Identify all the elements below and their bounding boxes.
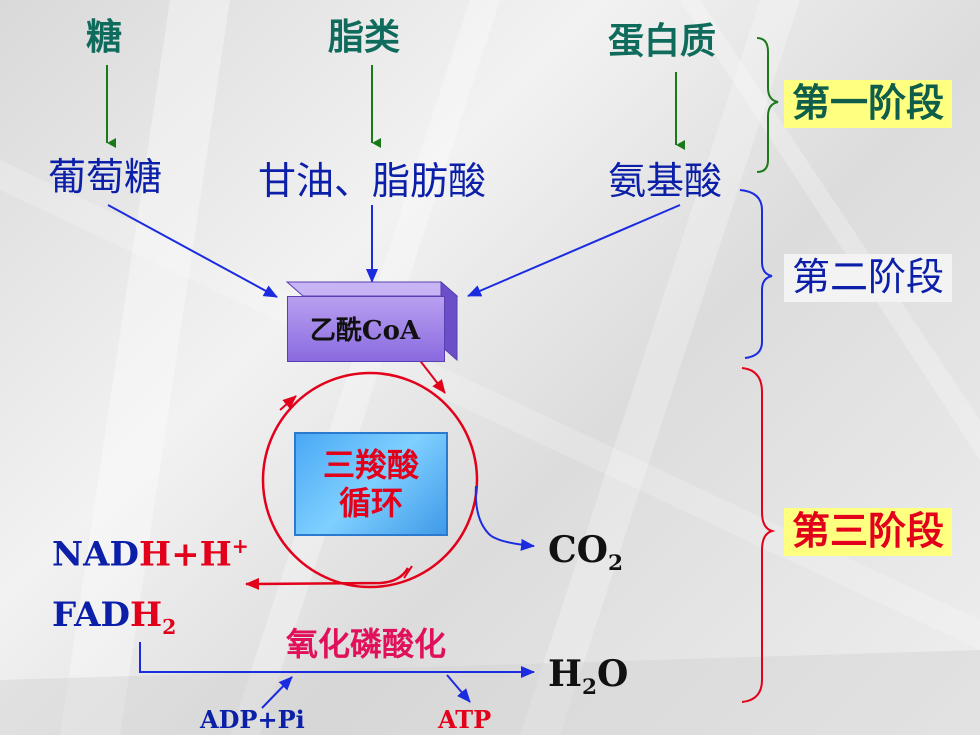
acetyl-coa-block: 乙酰CoA	[287, 282, 457, 362]
fadh2-label: FADH2	[52, 598, 176, 637]
tca-label-line1: 三羧酸	[322, 445, 419, 484]
nadh-label: NADH+H+	[52, 534, 249, 575]
source-protein: 蛋白质	[608, 21, 717, 62]
h2o-h: H	[548, 653, 583, 695]
tca-cycle-circle	[261, 371, 479, 589]
stage-second: 第二阶段	[784, 254, 953, 302]
h2o-sub: 2	[582, 675, 598, 701]
arrow-aminoacid-acetylcoa	[467, 204, 681, 297]
oxidative-phosphorylation-label: 氧化磷酸化	[286, 625, 447, 663]
tca-label-line2: 循环	[338, 484, 403, 522]
stage-third: 第三阶段	[784, 508, 953, 556]
block-front-face	[287, 296, 445, 362]
source-lipid: 脂类	[328, 17, 401, 58]
h2o-label: H2O	[548, 656, 628, 699]
source-sugar: 糖	[86, 17, 123, 58]
acetyl-coa-label: 乙酰CoA	[309, 315, 421, 346]
tca-cycle-box: 三羧酸 循环	[294, 432, 448, 536]
tca-arrowhead-bottom	[403, 565, 413, 579]
tca-arrowhead-top	[279, 395, 297, 411]
adp-pi-label: ADP+Pi	[200, 705, 305, 734]
co2-main: CO	[548, 529, 609, 571]
arrow-tca-co2	[474, 485, 535, 551]
brace-first-stage	[756, 37, 779, 173]
arrow-adp-into	[261, 676, 293, 709]
fadh-sub: 2	[162, 614, 177, 639]
intermediate-amino-acid: 氨基酸	[608, 159, 723, 203]
arrow-atp-out	[446, 674, 471, 703]
stage-first: 第一阶段	[784, 80, 953, 128]
co2-label: CO2	[548, 532, 623, 575]
nadh-red: H+H	[138, 534, 232, 575]
co2-sub: 2	[608, 551, 624, 577]
nadh-blue: NAD	[52, 534, 139, 575]
intermediate-glucose: 葡萄糖	[48, 155, 163, 199]
tca-out-nadh	[245, 567, 410, 590]
h2o-o: O	[597, 653, 629, 695]
brace-third-stage	[741, 367, 776, 703]
fadh-red: H	[130, 595, 163, 635]
brace-second-stage	[739, 189, 773, 359]
nadh-sup: +	[231, 534, 249, 558]
arrow-fadh2-h2o	[139, 642, 535, 678]
atp-label: ATP	[438, 705, 492, 734]
intermediate-glycerol-fatty-acid: 甘油、脂肪酸	[258, 159, 487, 203]
fadh-blue: FAD	[52, 595, 131, 635]
arrow-glucose-acetylcoa	[107, 204, 278, 298]
